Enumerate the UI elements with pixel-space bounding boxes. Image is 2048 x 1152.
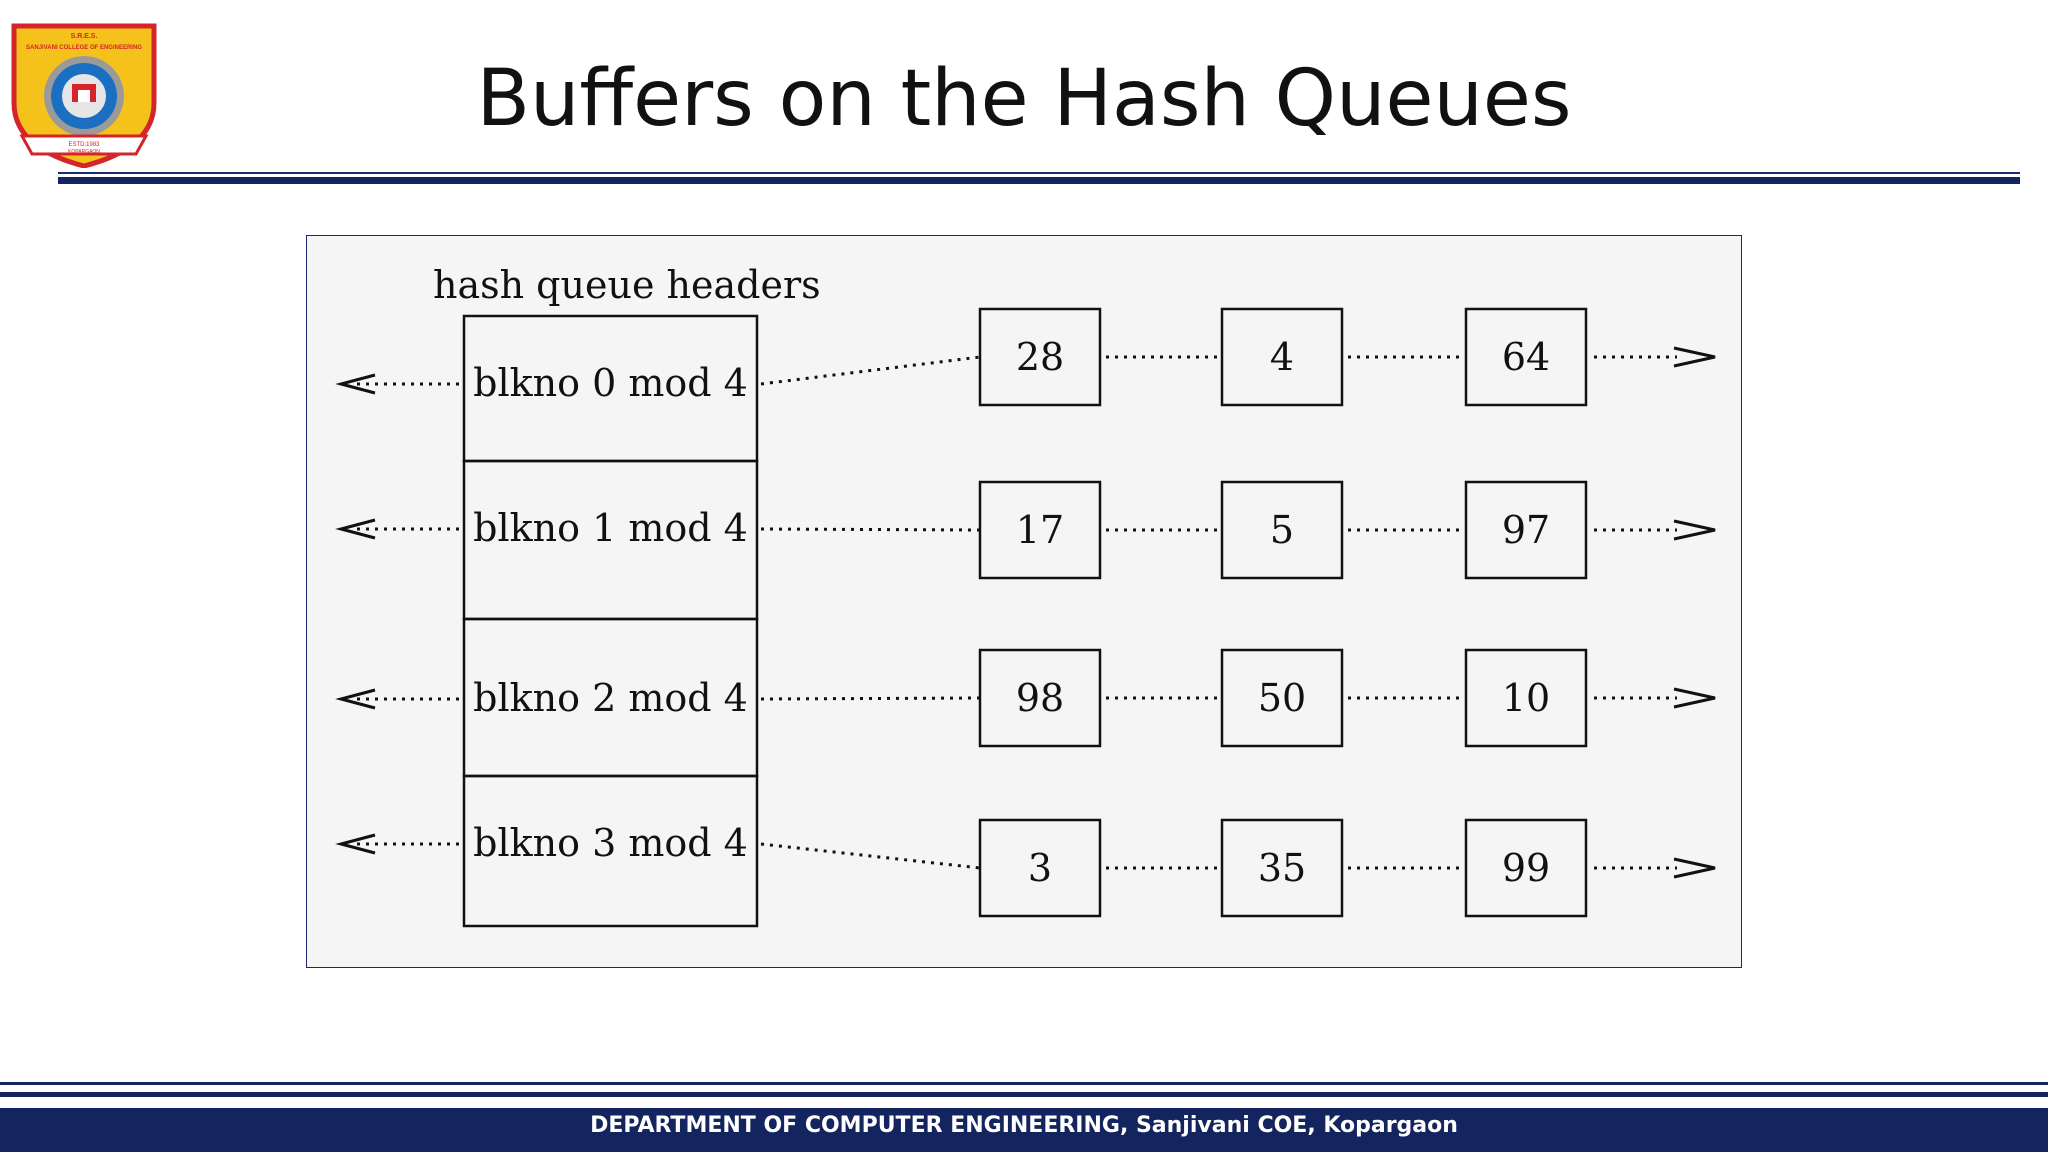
logo-college-name: SANJIVANI COLLEGE OF ENGINEERING xyxy=(26,45,142,51)
hash-queue-row-2: blkno 2 mod 4 98 50 10 xyxy=(335,617,1716,778)
right-arrow-icon xyxy=(1673,687,1716,709)
footer-rule xyxy=(0,1092,2048,1097)
left-arrow-icon xyxy=(335,833,376,855)
hash-queue-row-0: blkno 0 mod 4 28 4 64 xyxy=(335,307,1716,463)
forward-pointer xyxy=(760,527,981,532)
buffer-block-number: 10 xyxy=(1502,676,1550,720)
college-logo: S.R.E.S. SANJIVANI COLLEGE OF ENGINEERIN… xyxy=(11,23,157,168)
buffer-block-number: 4 xyxy=(1270,335,1294,379)
buffer-box xyxy=(1220,648,1344,748)
hash-queue-headers-label: hash queue headers xyxy=(433,263,821,307)
logo-place: KOPARGAON xyxy=(68,149,100,155)
logo-year: ESTD:1983 xyxy=(68,142,100,148)
buffer-box xyxy=(1464,480,1588,580)
header-label: blkno 0 mod 4 xyxy=(473,361,748,405)
footer-rule-top xyxy=(0,1082,2048,1085)
footer-text: DEPARTMENT OF COMPUTER ENGINEERING, Sanj… xyxy=(590,1113,1458,1138)
buffer-box xyxy=(978,480,1102,580)
slide-title: Buffers on the Hash Queues xyxy=(476,54,1572,144)
buffer-box xyxy=(1220,480,1344,580)
buffer-box xyxy=(1464,307,1588,407)
buffer-block-number: 35 xyxy=(1258,846,1306,890)
buffer-box xyxy=(1220,307,1344,407)
title-divider xyxy=(58,172,2020,184)
buffer-block-number: 50 xyxy=(1258,676,1306,720)
right-arrow-icon xyxy=(1673,857,1716,879)
forward-pointer xyxy=(760,842,981,870)
forward-pointer xyxy=(760,355,981,386)
buffer-box xyxy=(1464,648,1588,748)
buffer-box xyxy=(978,307,1102,407)
hash-queue-row-1: blkno 1 mod 4 17 5 97 xyxy=(335,459,1716,621)
left-arrow-icon xyxy=(335,688,376,710)
buffer-block-number: 5 xyxy=(1270,508,1294,552)
buffer-block-number: 97 xyxy=(1502,508,1550,552)
header-label: blkno 3 mod 4 xyxy=(473,821,748,865)
hash-queue-row-3: blkno 3 mod 4 3 35 99 xyxy=(335,774,1716,928)
header-cell xyxy=(462,774,759,928)
buffer-block-number: 3 xyxy=(1028,846,1052,890)
buffer-block-number: 99 xyxy=(1502,846,1550,890)
footer-band: DEPARTMENT OF COMPUTER ENGINEERING, Sanj… xyxy=(0,1108,2048,1152)
right-arrow-icon xyxy=(1673,346,1716,368)
buffer-block-number: 17 xyxy=(1016,508,1064,552)
buffer-block-number: 28 xyxy=(1016,335,1064,379)
left-arrow-icon xyxy=(335,518,376,540)
buffer-block-number: 64 xyxy=(1502,335,1550,379)
header-label: blkno 2 mod 4 xyxy=(473,676,748,720)
buffer-box xyxy=(978,648,1102,748)
buffer-box xyxy=(1220,818,1344,918)
buffer-box xyxy=(978,818,1102,918)
logo-top-text: S.R.E.S. xyxy=(71,33,98,40)
buffer-box xyxy=(1464,818,1588,918)
buffer-block-number: 98 xyxy=(1016,676,1064,720)
header-label: blkno 1 mod 4 xyxy=(473,506,748,550)
left-arrow-icon xyxy=(335,373,376,395)
forward-pointer xyxy=(760,696,981,701)
right-arrow-icon xyxy=(1673,519,1716,541)
